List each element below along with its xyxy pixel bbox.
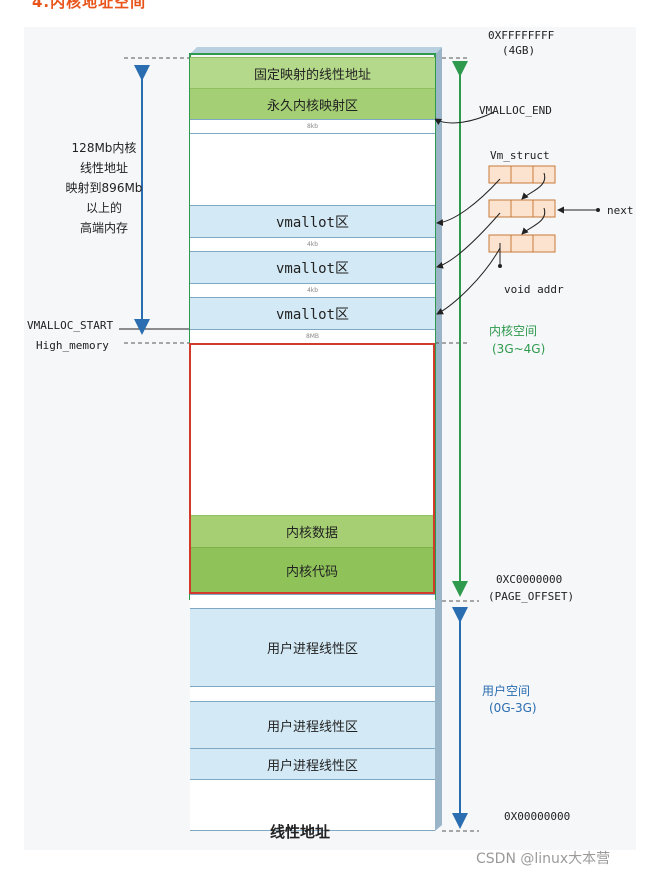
page-offset-label: (PAGE_OFFSET) [488, 590, 575, 603]
direct-mapped-border [189, 343, 435, 594]
unused-block [190, 133, 435, 205]
vmalloc-block-2: vmallot区 [190, 251, 435, 283]
user-region-block-2: 用户进程线性区 [190, 701, 435, 748]
vm-struct-3-pointer [436, 247, 501, 315]
user-region-block-1: 用户进程线性区 [190, 608, 435, 686]
vmalloc-start-label: VMALLOC_START [27, 319, 114, 332]
bottom-title: 线性地址 [270, 823, 331, 841]
gap-8kb-block: 8kb [190, 119, 435, 133]
gap-4kb-block-2: 4kb [190, 283, 435, 297]
vmalloc-block-1: vmallot区 [190, 205, 435, 237]
vm-struct-2-pointer [436, 212, 501, 269]
user-region-block-3: 用户进程线性区 [190, 748, 435, 779]
kernel-data-block: 内核数据 [191, 515, 433, 547]
vm-struct-link-2 [521, 207, 546, 235]
watermark: CSDN @linux大本营 [476, 851, 611, 867]
page-offset-address-label: 0XC0000000 [496, 573, 563, 586]
vmalloc-block-3: vmallot区 [190, 297, 435, 329]
top-size-label: (4GB) [502, 44, 536, 57]
column-side [435, 47, 442, 831]
kernel-space-label: 内核空间 [489, 324, 538, 338]
high-memory-label: High_memory [36, 339, 109, 352]
user-space-label: 用户空间 [482, 684, 531, 698]
side-note-text: 128Mb内核 线性地址 映射到896Mb 以上的 高端内存 [65, 141, 143, 235]
void-addr-dot [498, 264, 502, 268]
kernel-code-block: 内核代码 [191, 547, 433, 592]
user-range-label: (0G-3G) [489, 701, 537, 715]
bottom-address-label: 0X00000000 [504, 810, 571, 823]
user-gap-bottom [190, 779, 435, 831]
direct-mapped-area [191, 345, 433, 515]
gap-4kb-block-1: 4kb [190, 237, 435, 251]
permanent-kmap-block: 永久内核映射区 [190, 88, 435, 119]
user-gap-1 [190, 686, 435, 701]
next-label: next [607, 204, 634, 217]
vm-struct-3 [488, 234, 556, 253]
vm-struct-label: Vm_struct [490, 149, 550, 162]
address-space-diagram: 0XFFFFFFFF (4GB) VMALLOC_END VMALLOC_STA… [24, 27, 636, 850]
vm-struct-link-1 [521, 172, 546, 200]
top-address-label: 0XFFFFFFFF [488, 29, 555, 42]
fixmap-block: 固定映射的线性地址 [190, 57, 435, 88]
vmalloc-end-pointer [434, 111, 495, 126]
kernel-range-label: (3G~4G) [492, 342, 546, 356]
user-gap-top [190, 594, 435, 608]
gap-8mb-block: 8MB [190, 329, 435, 343]
column-top [190, 47, 442, 54]
vmalloc-end-label: VMALLOC_END [479, 104, 552, 117]
next-dot [596, 208, 600, 212]
void-addr-label: void addr [504, 283, 564, 296]
section-heading: 4.内核地址空间 [32, 0, 147, 11]
vm-struct-1-pointer [436, 178, 501, 227]
